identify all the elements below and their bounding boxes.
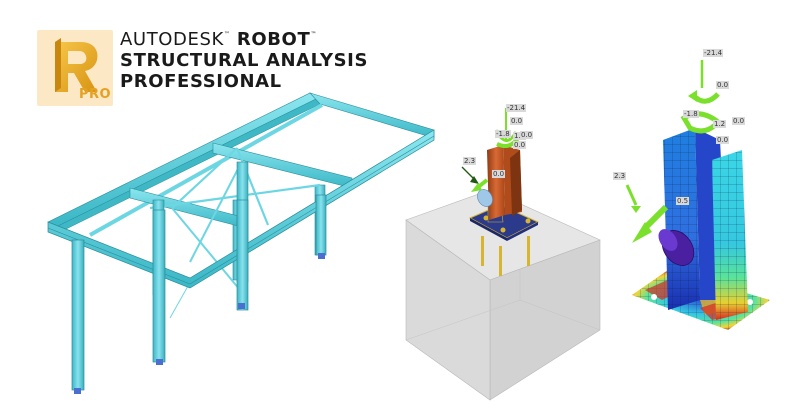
app-logo: PRO xyxy=(37,30,113,106)
fem-stress-model xyxy=(625,60,770,330)
steel-frame-model xyxy=(47,92,435,394)
fem-moment-label-m2: 0.0 xyxy=(716,136,730,144)
brand-company: AUTODESK xyxy=(120,29,224,50)
support-icon xyxy=(74,388,81,394)
fem-moment-label-my: 0.0 xyxy=(732,117,746,125)
support-icon xyxy=(318,253,325,259)
logo-pro-badge: PRO xyxy=(79,87,112,102)
force-label-fx: 2.3 xyxy=(463,157,477,165)
brand-product: ROBOT xyxy=(236,29,311,50)
shear-label: 0.0 xyxy=(492,170,506,178)
moment-label-my: 0.0 xyxy=(520,131,534,139)
force-label-fy: -1.8 xyxy=(495,130,511,138)
support-icon xyxy=(238,303,245,309)
support-icon xyxy=(156,359,163,365)
moment-label-mx: 1.2 xyxy=(513,132,527,140)
fem-shear-label: 0.5 xyxy=(676,197,690,205)
base-plate-foundation-model xyxy=(405,108,601,401)
fem-force-label-fz: -21.4 xyxy=(703,49,724,57)
robot-r-logo-icon xyxy=(55,38,98,92)
product-title: AUTODESK™ ROBOT™ STRUCTURAL ANALYSIS PRO… xyxy=(120,29,369,92)
brand-line-3: PROFESSIONAL xyxy=(120,71,282,92)
fem-moment-label-mz: 0.0 xyxy=(716,81,730,89)
moment-label-m2: 0.0 xyxy=(513,141,527,149)
force-label-fz: -21.4 xyxy=(506,104,527,112)
moment-label-mz: 0.0 xyxy=(510,117,524,125)
brand-line-2: STRUCTURAL ANALYSIS xyxy=(120,50,369,71)
fem-moment-label-mx: 1.2 xyxy=(713,120,727,128)
fem-force-label-fx: 2.3 xyxy=(613,172,627,180)
fem-force-label-fy: -1.8 xyxy=(683,110,699,118)
